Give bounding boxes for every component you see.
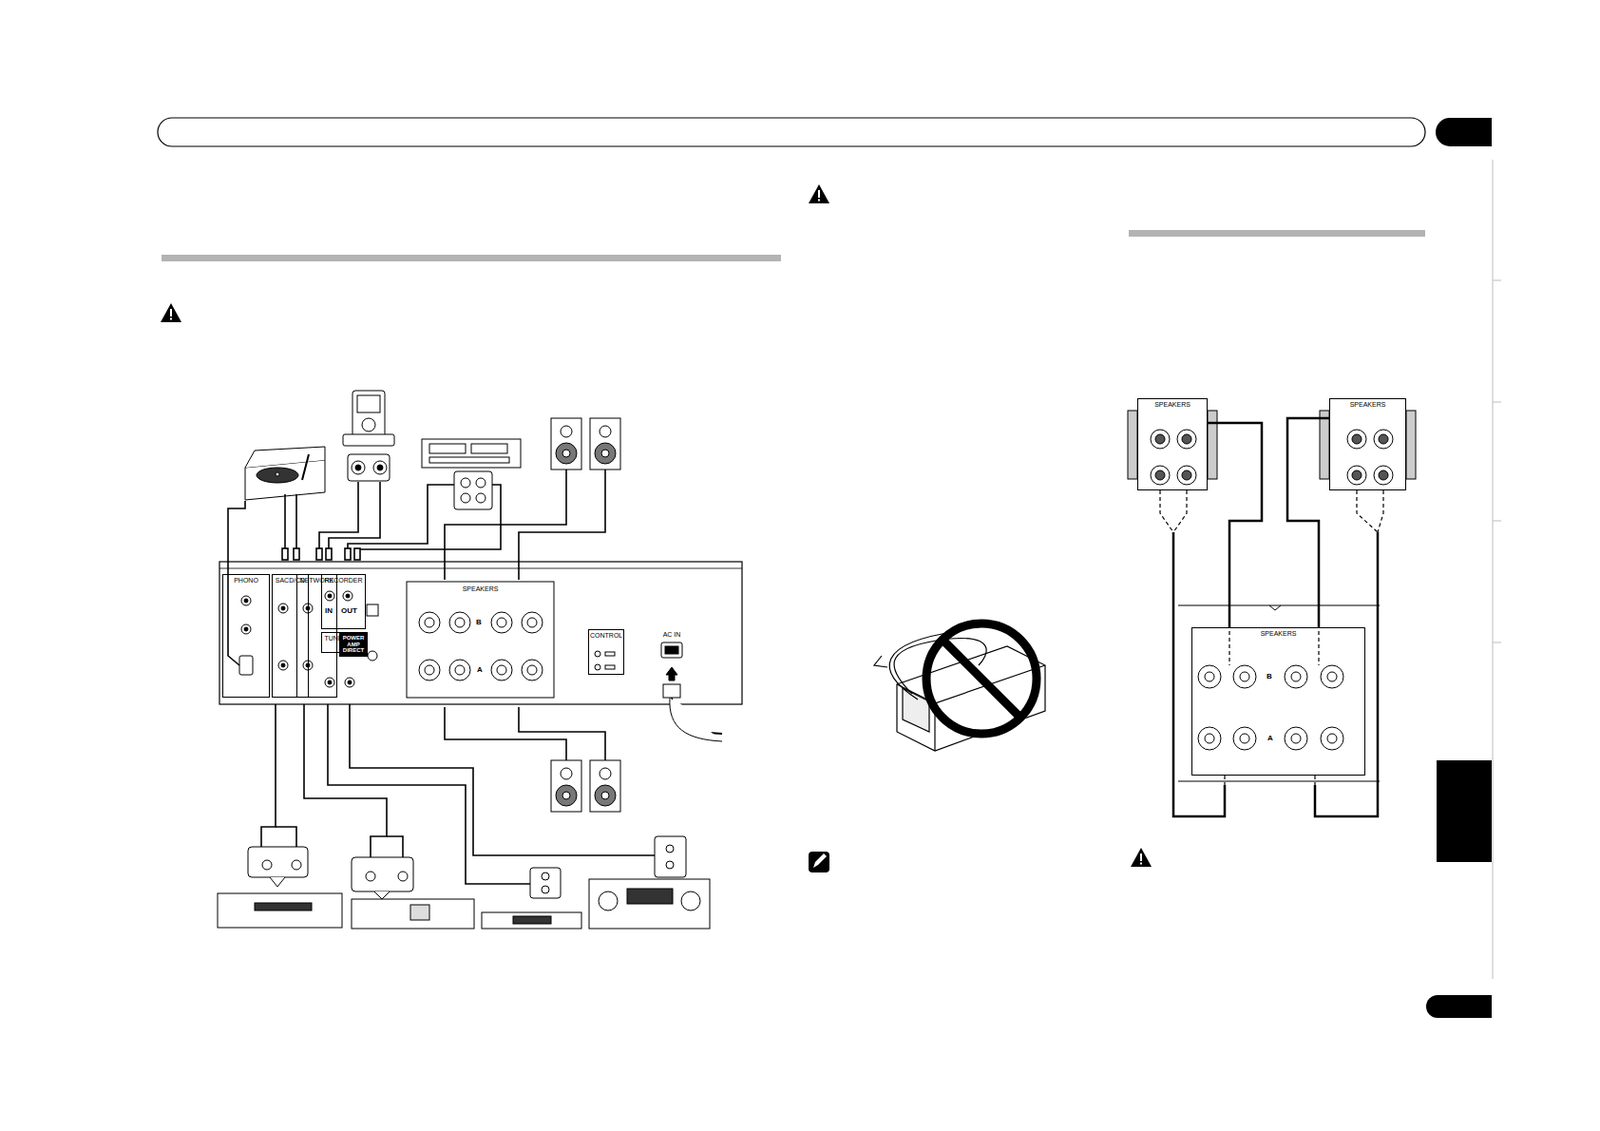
speaker-terminal-panel: SPEAKERS <box>1329 398 1407 491</box>
node-label: PHONO <box>224 576 268 585</box>
node-label: POWER AMP DIRECT <box>341 634 366 654</box>
terminal-label: IN <box>323 607 334 615</box>
speaker-cable <box>444 469 606 761</box>
signal-cable <box>261 704 655 884</box>
warning-icon <box>160 184 1152 867</box>
terminal-label: B <box>1265 672 1274 681</box>
speaker-cable <box>1207 422 1262 628</box>
rca-jack <box>239 590 379 687</box>
cassette-deck <box>421 438 521 510</box>
bi-wire-cable <box>1160 490 1384 785</box>
prohibited-illustration <box>874 623 1046 751</box>
node-label: SPEAKERS <box>1193 629 1364 638</box>
bi-wire-cable <box>1173 532 1378 817</box>
section-rule <box>161 229 1426 262</box>
header-bar <box>157 117 1492 147</box>
turntable <box>245 446 325 500</box>
device <box>217 836 710 929</box>
speaker-terminal <box>1127 410 1416 485</box>
node-label: SPEAKERS <box>1331 400 1405 409</box>
terminal-label: A <box>476 666 484 674</box>
ipod-dock <box>342 390 395 481</box>
speaker-terminal <box>1198 665 1344 750</box>
side-tabs <box>1426 159 1502 1018</box>
ac-inlet <box>661 642 723 742</box>
ac-inlet-panel: AC IN <box>652 628 691 664</box>
node-label: SPEAKERS <box>409 585 552 593</box>
rear-panel <box>219 561 743 705</box>
terminal-label: OUT <box>340 607 359 615</box>
terminal-label: B <box>475 618 483 627</box>
terminal-label: A <box>1266 734 1275 743</box>
control-section: CONTROL <box>588 628 625 675</box>
node-label: CONTROL <box>590 631 623 640</box>
label-band: POWER AMP DIRECT <box>339 631 368 657</box>
rear-panel <box>1178 605 1380 781</box>
note-icon <box>808 851 830 873</box>
control-jack <box>594 650 615 670</box>
speaker-terminal-panel: SPEAKERS <box>1137 398 1208 491</box>
speaker-terminal <box>419 611 543 681</box>
input-section: PHONO <box>222 573 270 698</box>
terminal-panel: SPEAKERS <box>408 583 553 696</box>
node-label: SPEAKERS <box>1139 400 1206 409</box>
speaker-cable <box>1287 418 1330 628</box>
input-section: SACD/CD <box>271 573 309 698</box>
node-label: RECORDER <box>323 576 364 585</box>
node-label: AC IN <box>653 630 690 639</box>
input-section: RECORDER <box>321 573 366 629</box>
terminal-panel: SPEAKERS <box>1191 627 1366 776</box>
